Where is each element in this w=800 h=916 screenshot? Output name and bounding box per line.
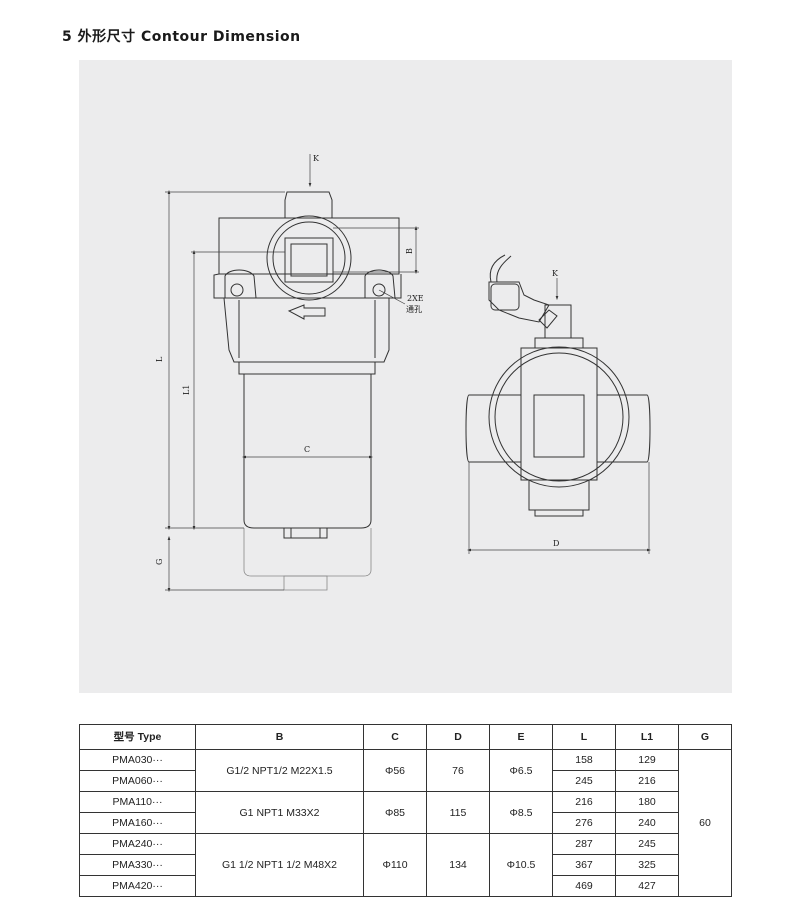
cell-b: G1 1/2 NPT1 1/2 M48X2: [195, 833, 364, 897]
cell-l: 367: [552, 854, 616, 876]
c-label: C: [304, 445, 310, 454]
table-row: PMA420··· 469 427: [79, 875, 732, 897]
cell-d: 115: [426, 791, 490, 834]
front-dimensions: [165, 154, 419, 593]
drawing-panel: K L L1 G C B 2XE 通孔 K D: [79, 60, 732, 693]
cell-l1: 129: [615, 749, 679, 771]
cell-l: 158: [552, 749, 616, 771]
table-row: PMA160··· 276 240: [79, 812, 732, 834]
table-row: PMA030··· G1/2 NPT1/2 M22X1.5 Φ56 76 Φ6.…: [79, 749, 732, 897]
cell-l1: 427: [615, 875, 679, 897]
cell-d: 134: [426, 833, 490, 897]
l-label: L: [155, 356, 164, 362]
b-label: B: [405, 248, 414, 254]
cell-e: Φ6.5: [489, 749, 553, 792]
cell-l: 469: [552, 875, 616, 897]
cell-l1: 325: [615, 854, 679, 876]
k-label-front: K: [313, 154, 320, 163]
cell-l: 276: [552, 812, 616, 834]
hole-type-label: 通孔: [406, 304, 422, 314]
col-g: G: [678, 724, 732, 750]
cell-c: Φ85: [363, 791, 427, 834]
cell-c: Φ56: [363, 749, 427, 792]
cell-type: PMA420···: [79, 875, 196, 897]
filter-dimension-drawing: K L L1 G C B 2XE 通孔 K D: [155, 154, 652, 593]
cell-l1: 216: [615, 770, 679, 792]
g-label: G: [155, 559, 164, 565]
cell-type: PMA110···: [79, 791, 196, 813]
cell-g: 60: [678, 749, 732, 897]
l1-label: L1: [182, 385, 191, 395]
cell-type: PMA060···: [79, 770, 196, 792]
table-row: PMA110··· G1 NPT1 M33X2 Φ85 115 Φ8.5 216…: [79, 791, 732, 834]
cell-e: Φ10.5: [489, 833, 553, 897]
cell-c: Φ110: [363, 833, 427, 897]
side-dimensions: [466, 278, 652, 554]
col-l1: L1: [615, 724, 679, 750]
cell-b: G1 NPT1 M33X2: [195, 791, 364, 834]
dimension-table: 型号 Type B C D E L L1 G PMA030··· G1/2 NP…: [79, 724, 732, 897]
bowl-removal-outline: [243, 528, 372, 591]
col-c: C: [363, 724, 427, 750]
cell-type: PMA160···: [79, 812, 196, 834]
cell-l: 287: [552, 833, 616, 855]
cell-type: PMA240···: [79, 833, 196, 855]
cell-l: 245: [552, 770, 616, 792]
col-e: E: [489, 724, 553, 750]
table-row: PMA240··· G1 1/2 NPT1 1/2 M48X2 Φ110 134…: [79, 833, 732, 897]
cell-l1: 245: [615, 833, 679, 855]
col-d: D: [426, 724, 490, 750]
table-header-row: 型号 Type B C D E L L1 G: [79, 724, 732, 750]
k-label-side: K: [552, 269, 559, 278]
cell-type: PMA030···: [79, 749, 196, 771]
section-title: 5 外形尺寸 Contour Dimension: [62, 29, 301, 45]
col-l: L: [552, 724, 616, 750]
col-b: B: [195, 724, 364, 750]
col-type: 型号 Type: [79, 724, 196, 750]
cell-d: 76: [426, 749, 490, 792]
front-view: [213, 191, 402, 539]
side-view: [465, 254, 651, 517]
cell-e: Φ8.5: [489, 791, 553, 834]
cell-l1: 240: [615, 812, 679, 834]
cell-l1: 180: [615, 791, 679, 813]
hole-size-label: 2XE: [407, 294, 424, 303]
cell-type: PMA330···: [79, 854, 196, 876]
cell-b: G1/2 NPT1/2 M22X1.5: [195, 749, 364, 792]
d-label: D: [553, 539, 559, 548]
table-row: PMA330··· 367 325: [79, 854, 732, 876]
cell-l: 216: [552, 791, 616, 813]
